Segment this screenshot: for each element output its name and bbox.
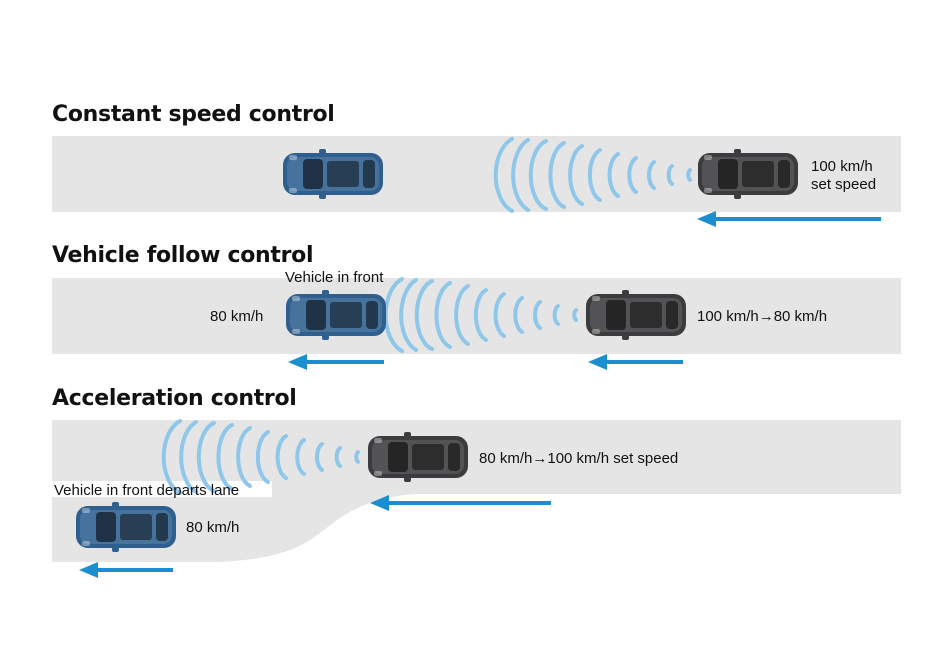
section-title-constant-speed: Constant speed control [52,102,335,127]
arrow-ego-3 [370,495,551,511]
label-backdrop [52,481,272,497]
front-vehicle-caption: Vehicle in front [285,269,384,286]
ego-car-2 [586,290,686,340]
ego-speed-label-3: 80 km/h→100 km/h set speed [479,450,679,467]
ego-speed-label-2: 100 km/h→80 km/h [697,308,828,325]
arrow-departing-3 [79,562,173,578]
direction-arrows [79,211,881,578]
departing-car-3 [76,502,176,552]
ego-car-3 [368,432,468,482]
front-car-1 [283,149,383,199]
ego-speed-label-1: 100 km/h [811,158,873,175]
section-title-acceleration: Acceleration control [52,386,297,411]
arrow-ego-1 [697,211,881,227]
section-title-vehicle-follow: Vehicle follow control [52,243,314,268]
ego-setspeed-label-1: set speed [811,176,877,193]
arrow-ego-2 [588,354,683,370]
radar-waves-1 [493,137,692,213]
departing-vehicle-caption: Vehicle in front departs lane [54,482,240,499]
front-car-2 [286,290,386,340]
front-vehicle-speed: 80 km/h [210,308,264,325]
arrow-front-2 [288,354,384,370]
radar-waves-3 [161,419,360,495]
departing-vehicle-speed: 80 km/h [186,519,240,536]
ego-car-1 [698,149,798,199]
